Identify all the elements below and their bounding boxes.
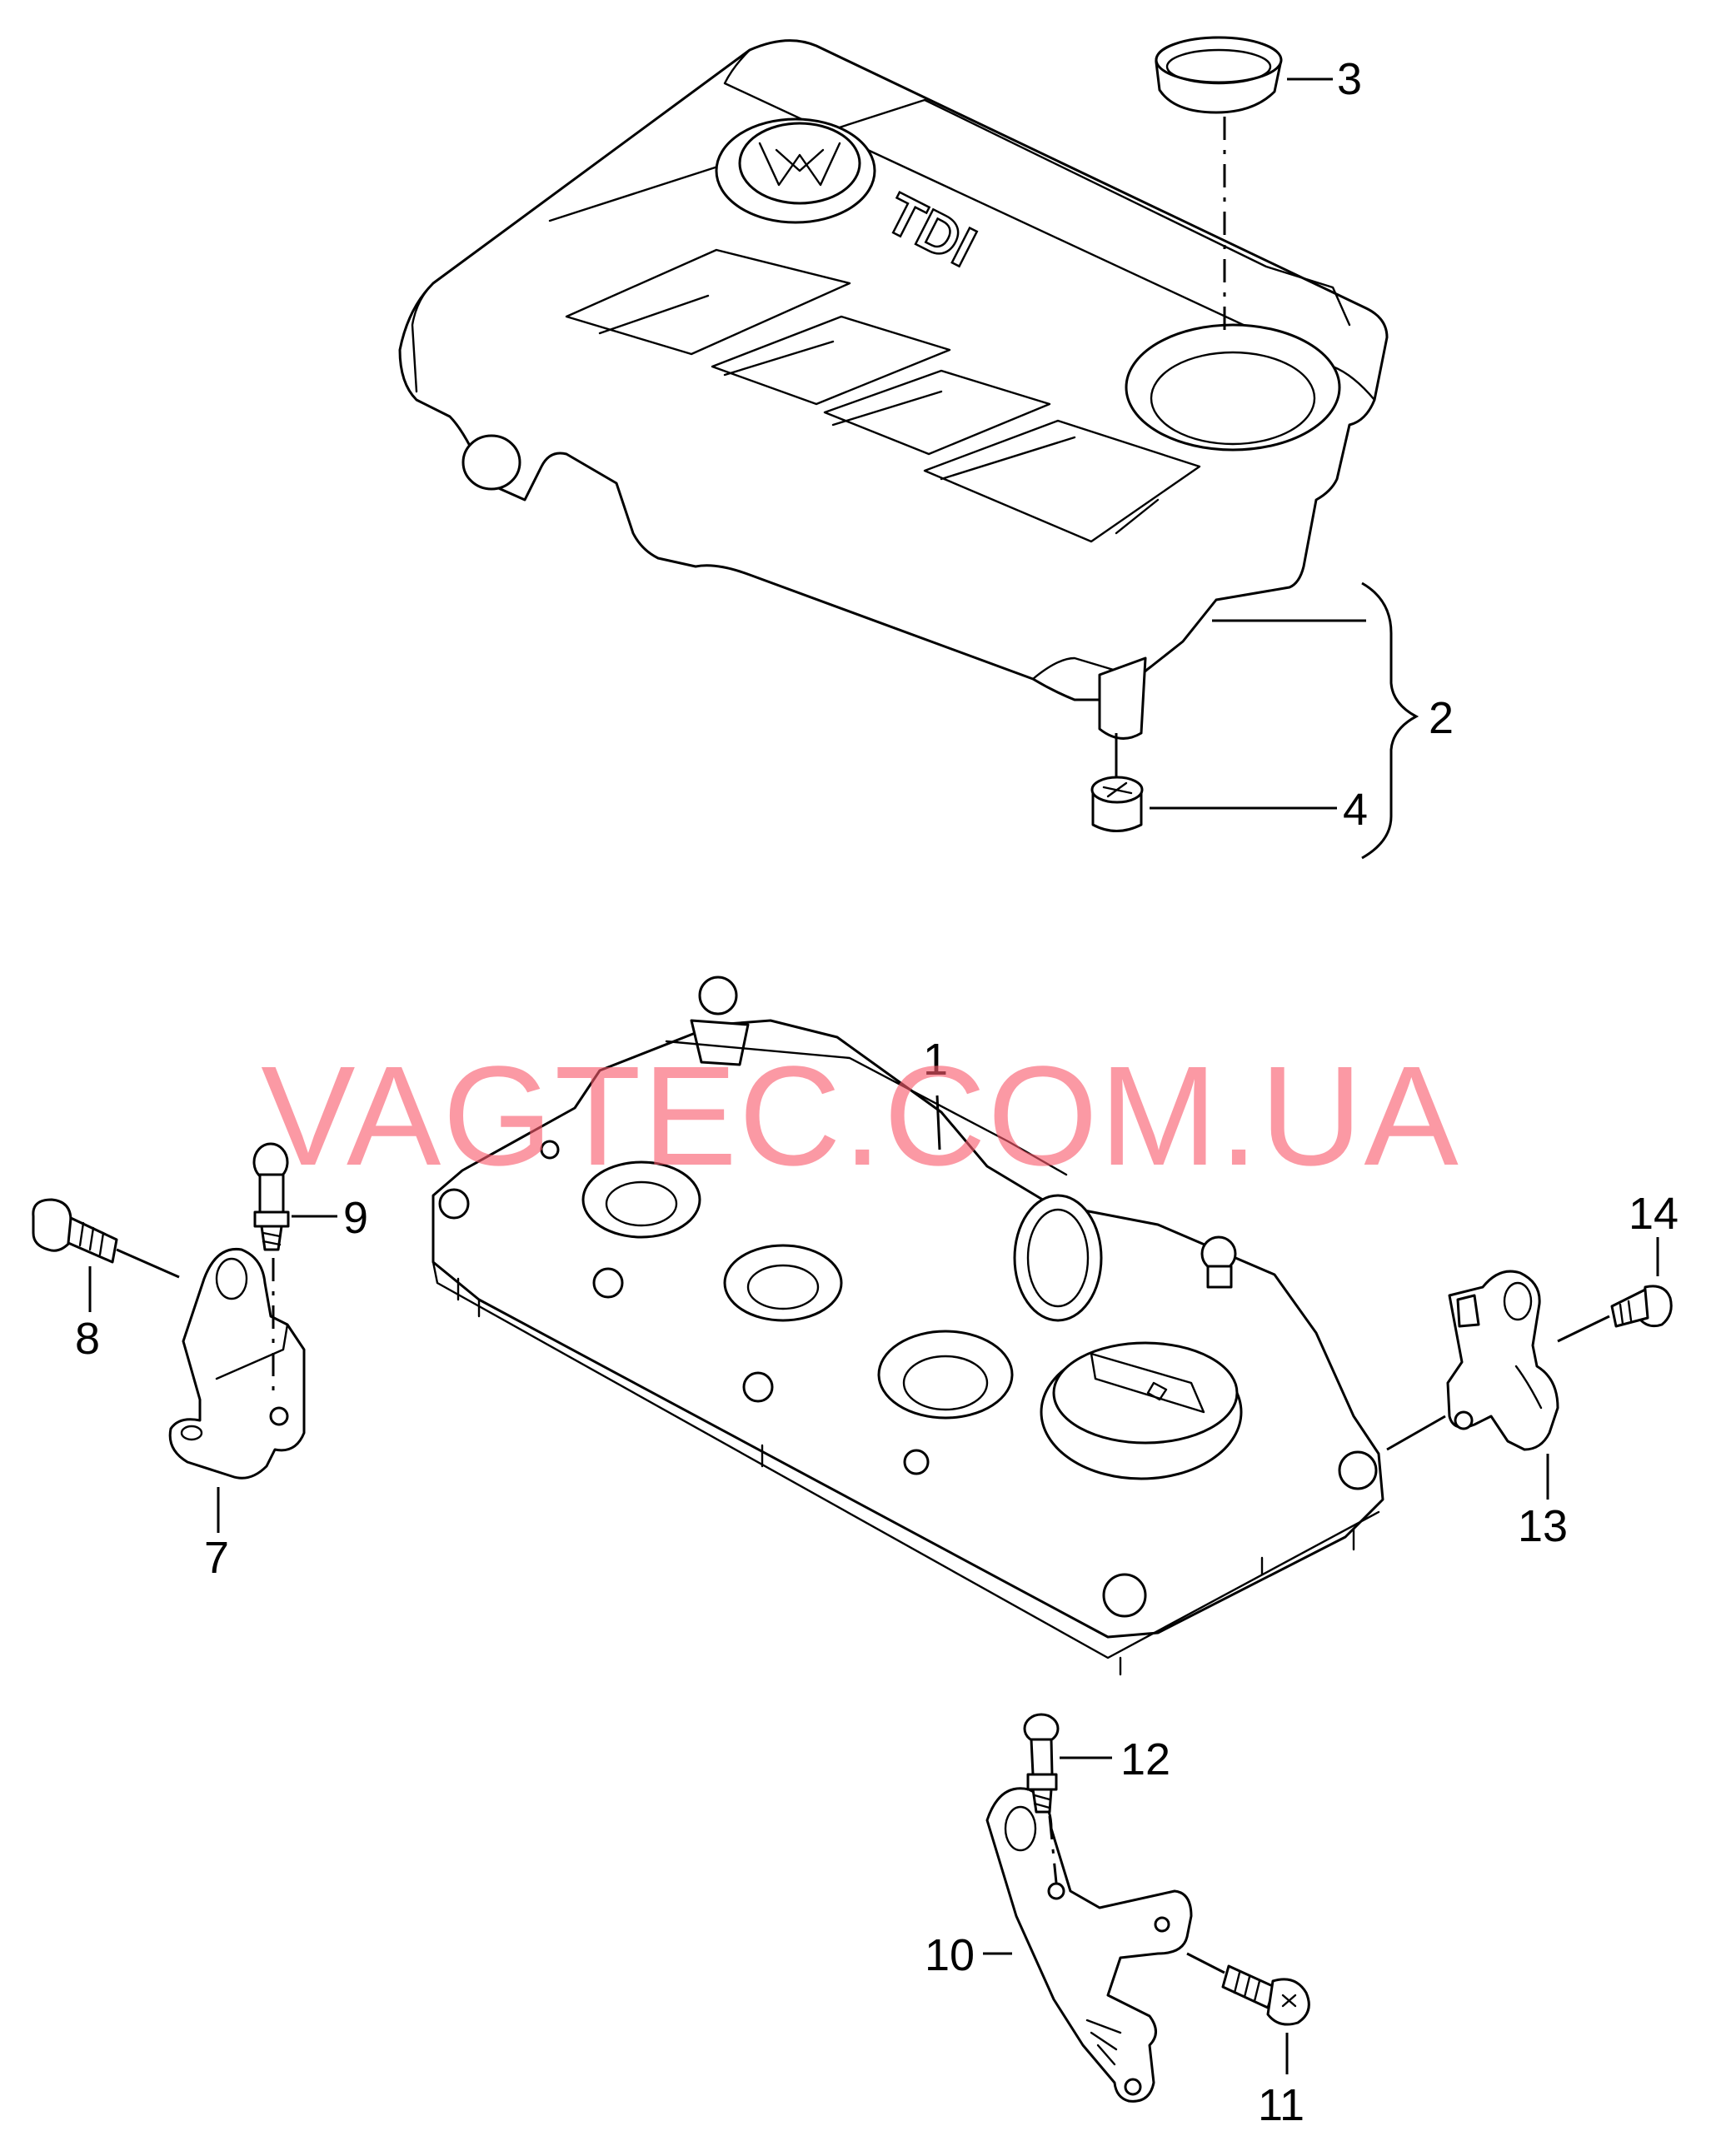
leader-13-link [1386, 1415, 1446, 1451]
callout-1: 1 [923, 1035, 948, 1085]
bolt-14 [1610, 1285, 1673, 1328]
leader-11-link [1186, 1952, 1225, 1974]
callout-2: 2 [1429, 693, 1454, 743]
callout-4: 4 [1343, 785, 1368, 835]
cylinder-head-cover-1 [431, 976, 1384, 1676]
callout-12: 12 [1120, 1734, 1170, 1784]
rubber-grommet-4 [1090, 776, 1144, 832]
callout-11: 11 [1258, 2080, 1304, 2130]
bracket-13 [1446, 1270, 1559, 1451]
callout-8: 8 [75, 1314, 100, 1364]
bolt-11 [1221, 1964, 1310, 2026]
callout-10: 10 [925, 1930, 975, 1980]
stud-9 [252, 1142, 290, 1251]
brand-emblem [715, 117, 876, 224]
group-brace-2 [1361, 581, 1419, 860]
callout-13: 13 [1518, 1501, 1568, 1551]
callout-7: 7 [204, 1533, 229, 1583]
callout-14: 14 [1629, 1189, 1679, 1239]
filler-cap-3 [1155, 36, 1283, 114]
leader-14b [1557, 1315, 1610, 1343]
stud-12 [1023, 1713, 1060, 1814]
leader-1 [935, 1095, 941, 1150]
bracket-7 [168, 1247, 306, 1480]
bracket-10 [985, 1787, 1193, 2103]
callout-labels: 3 2 4 1 9 8 7 14 13 12 10 11 [75, 54, 1679, 2130]
callout-3: 3 [1337, 54, 1362, 104]
dash-line-12 [1048, 1815, 1058, 1884]
engine-cover [398, 39, 1389, 740]
callout-9: 9 [343, 1193, 368, 1243]
bolt-8 [32, 1198, 118, 1264]
leader-8b [116, 1248, 180, 1279]
